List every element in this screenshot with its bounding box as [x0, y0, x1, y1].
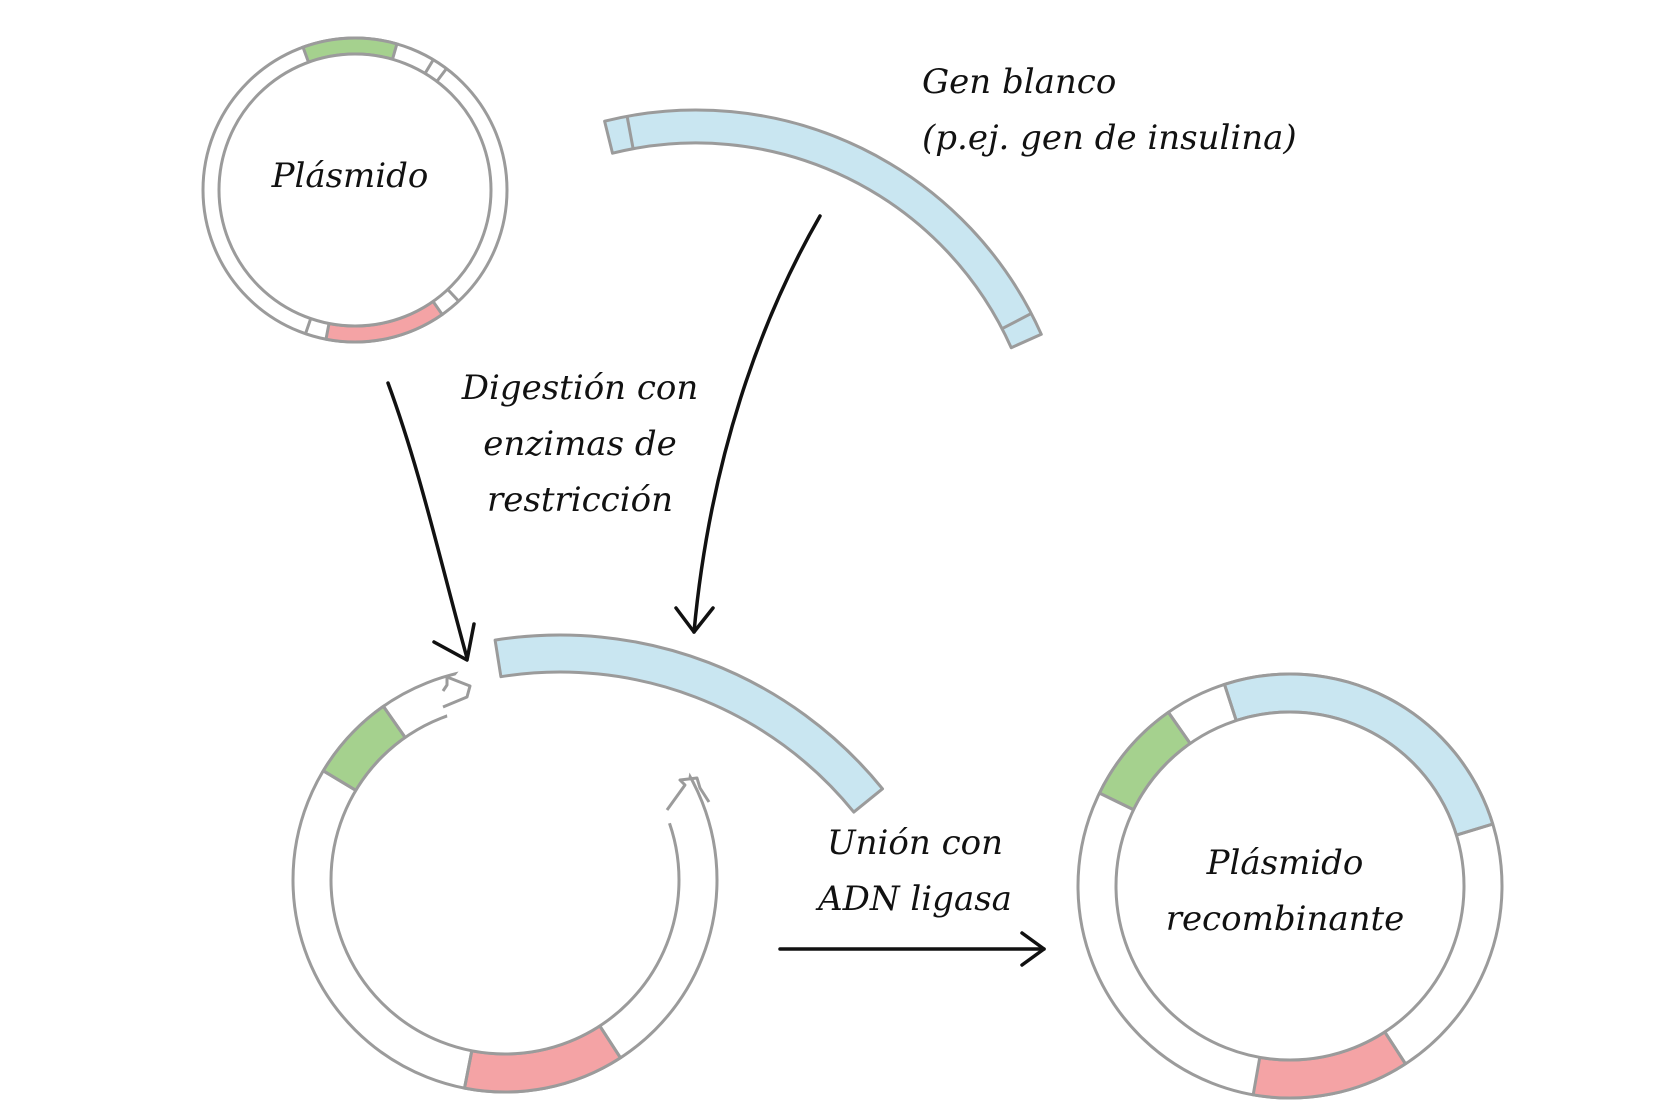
digestion-label: Digestión con enzimas de restricción: [440, 360, 720, 528]
plasmid-label: Plásmido: [220, 148, 480, 204]
insert-gene-fragment: [493, 633, 884, 814]
plasmid-cut-divider: [382, 705, 407, 739]
target-gene-label: Gen blanco (p.ej. gen de insulina): [922, 54, 1297, 166]
plasmid-cut-sticky-ends: [441, 675, 711, 811]
ligation-label-line1: Unión con: [826, 823, 1003, 863]
plasmid-cut: [291, 666, 719, 1094]
plasmid-cut-divider: [322, 769, 357, 792]
target-gene-label-line2: (p.ej. gen de insulina): [922, 118, 1297, 158]
plasmid-label-text: Plásmido: [271, 156, 429, 196]
recombinant-label-line1: Plásmido: [1206, 843, 1364, 883]
plasmid-recombinant: [1076, 672, 1504, 1100]
arrow-plasmid-to-cut: [386, 381, 476, 662]
plasmid-recombinant-divider: [1455, 822, 1494, 837]
recombinant-label: Plásmido recombinante: [1130, 835, 1440, 947]
plasmid-top-divider: [304, 318, 313, 335]
plasmid-recombinant-divider: [1223, 683, 1238, 721]
plasmid-recombinant-divider: [1383, 1031, 1407, 1065]
arrow-down-head: [432, 622, 476, 662]
plasmid-cut-sticky-end-right: [665, 776, 711, 811]
plasmid-top-divider: [435, 67, 448, 83]
plasmid-top-divider: [423, 58, 435, 75]
arrow-ligation: [778, 931, 1046, 967]
plasmid-recombinant-divider: [1167, 711, 1192, 745]
ligation-label-line2: ADN ligasa: [818, 879, 1012, 919]
target-gene-fragment: [603, 108, 1043, 350]
target-gene-end-mark: [1001, 312, 1032, 331]
digestion-label-line1: Digestión con: [461, 368, 699, 408]
target-gene-end-mark: [625, 116, 635, 150]
arrow-down-icon: [386, 381, 469, 660]
arrow-gene-to-cut: [674, 214, 822, 634]
insert-gene-segment: [493, 633, 884, 814]
plasmid-top-divider: [446, 288, 460, 303]
recombinant-label-line2: recombinante: [1165, 899, 1405, 939]
plasmid-cut-sticky-end-left: [441, 675, 472, 709]
plasmid-recombinant-inner: [1114, 710, 1466, 1062]
arrow-down-head: [674, 606, 715, 634]
digestion-label-line2: enzimas de: [483, 424, 677, 464]
target-gene-label-line1: Gen blanco: [922, 62, 1117, 102]
arrow-down-icon: [692, 214, 822, 634]
plasmid-cut-inner: [329, 704, 681, 1056]
plasmid-top: [201, 36, 509, 344]
ligation-label: Unión con ADN ligasa: [790, 815, 1040, 927]
digestion-label-line3: restricción: [487, 480, 673, 520]
plasmid-recombinant-divider: [1098, 791, 1135, 812]
target-gene-segment: [603, 108, 1043, 350]
plasmid-cut-divider: [463, 1050, 474, 1089]
plasmid-cut-divider: [598, 1025, 622, 1059]
arrow-right-head: [1020, 931, 1046, 967]
plasmid-top-inner: [217, 52, 493, 328]
